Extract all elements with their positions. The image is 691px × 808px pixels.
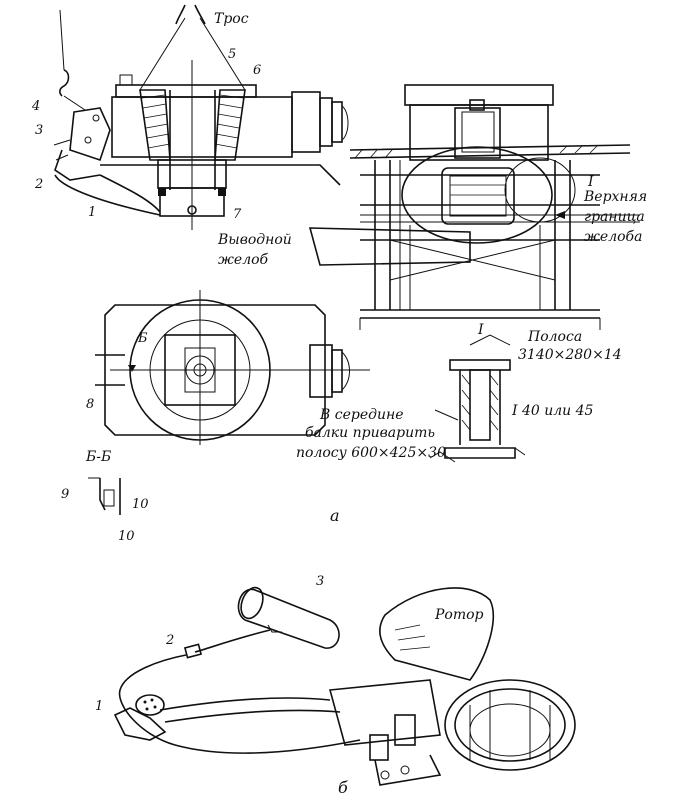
label-rotor: Ротор (435, 607, 484, 623)
plan-view (95, 290, 370, 445)
top-right-elevation (308, 84, 640, 330)
label-10a: 10 (132, 497, 149, 512)
label-detail-I: I (588, 174, 594, 190)
label-7: 7 (233, 207, 242, 222)
rotor-perspective (113, 586, 576, 786)
label-bottom-I: I (478, 322, 484, 338)
label-upper-line1: Верхняя (584, 189, 648, 205)
label-outlet-line2: желоб (218, 252, 269, 268)
section-bb (88, 477, 121, 515)
label-section-bb: Б-Б (86, 449, 112, 465)
label-upper-line3: желоба (584, 229, 643, 245)
label-outlet-line1: Выводной (218, 232, 292, 248)
label-5: 5 (228, 47, 237, 62)
label-2: 2 (35, 177, 44, 192)
label-8: 8 (86, 397, 95, 412)
label-bottom-3: 3 (316, 574, 325, 589)
ibeam-detail (429, 334, 526, 463)
label-6: 6 (253, 63, 262, 78)
label-1: 1 (88, 205, 97, 220)
label-10b: 10 (118, 529, 135, 544)
label-middle-line1: В середине (320, 407, 404, 423)
label-bottom-2: 2 (166, 633, 175, 648)
label-cable: Трос (214, 11, 249, 27)
label-middle-line2: балки приварить (305, 425, 435, 441)
label-3: 3 (35, 123, 44, 138)
label-section-b: Б (138, 331, 148, 346)
cylinder-3 (237, 586, 340, 649)
top-left-elevation (53, 4, 349, 230)
label-ibeam: I 40 или 45 (512, 403, 594, 419)
label-middle-line3: полосу 600×425×30 (296, 445, 446, 461)
label-strip-line1: Полоса (528, 329, 583, 345)
label-9: 9 (61, 487, 70, 502)
label-4: 4 (32, 99, 41, 114)
caption-b: б (338, 778, 348, 797)
label-upper-line2: граница (584, 209, 645, 225)
label-strip-line2: 3140×280×14 (518, 347, 622, 363)
caption-a: а (330, 506, 340, 525)
label-bottom-1: 1 (95, 699, 104, 714)
